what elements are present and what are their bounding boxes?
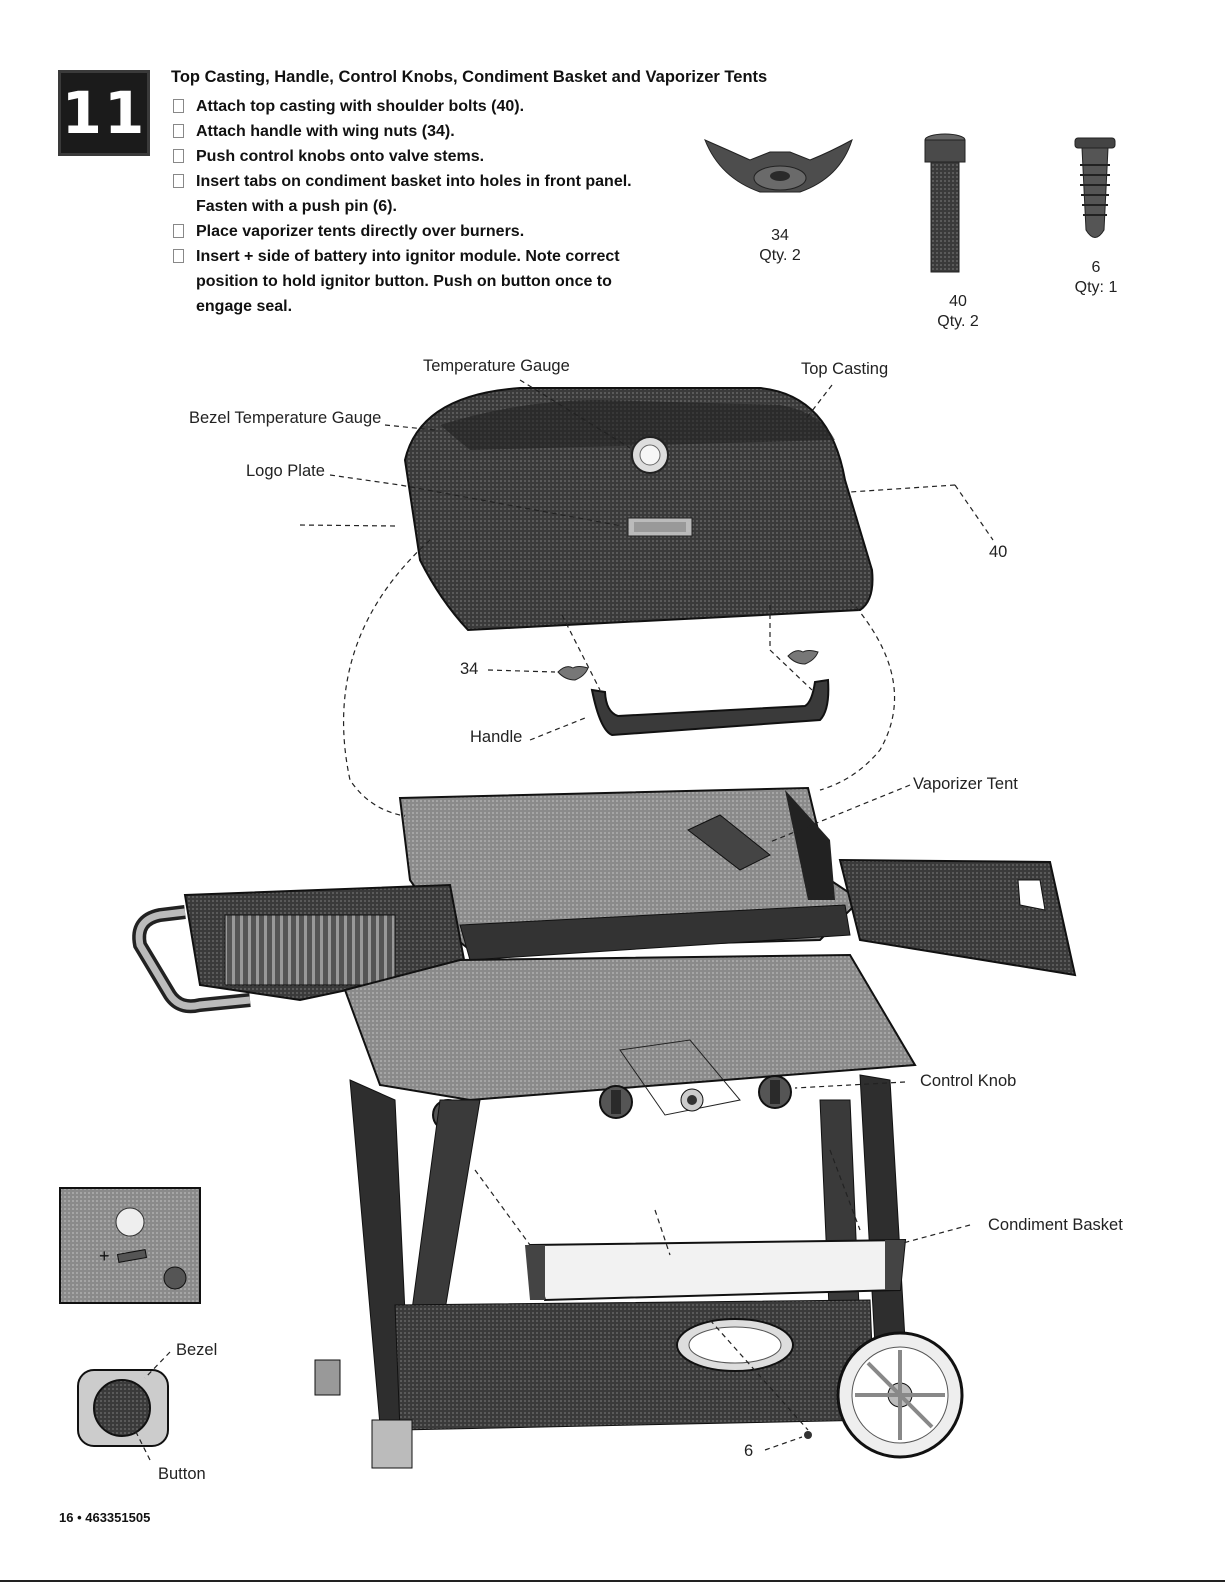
callout-vaporizer-tent: Vaporizer Tent bbox=[913, 775, 1018, 793]
callout-button: Button bbox=[158, 1465, 206, 1483]
page-footer: 16 • 463351505 bbox=[59, 1510, 151, 1525]
left-side-shelf bbox=[132, 883, 467, 1014]
callout-handle: Handle bbox=[470, 728, 523, 746]
callout-nut-34: 34 bbox=[460, 660, 479, 678]
bottom-divider bbox=[0, 1580, 1225, 1582]
wheel-icon bbox=[836, 1331, 964, 1459]
ignitor-button-icon bbox=[680, 1088, 704, 1112]
checkbox-icon[interactable] bbox=[173, 224, 184, 238]
wing-nut-icon bbox=[557, 666, 589, 681]
part-40-label: 40 Qty. 2 bbox=[937, 293, 979, 330]
checkbox-icon[interactable] bbox=[173, 99, 184, 113]
push-pin-icon bbox=[1074, 137, 1116, 238]
push-pin-icon bbox=[804, 1431, 812, 1439]
callout-bezel: Bezel bbox=[176, 1341, 218, 1359]
step-title: Top Casting, Handle, Control Knobs, Cond… bbox=[171, 68, 768, 86]
control-knob-icon bbox=[599, 1085, 633, 1119]
control-panel bbox=[343, 953, 917, 1116]
control-knob-icon bbox=[758, 1075, 792, 1109]
handle-part bbox=[590, 678, 830, 737]
part-34-label: 34 Qty. 2 bbox=[759, 227, 801, 264]
leader-lines bbox=[134, 379, 994, 1461]
callout-bezel-temperature-gauge: Bezel Temperature Gauge bbox=[189, 409, 382, 427]
checkbox-icon[interactable] bbox=[173, 124, 184, 138]
battery-inset-panel bbox=[59, 1187, 201, 1304]
ignitor-bezel-icon bbox=[77, 1369, 169, 1447]
callout-logo-plate: Logo Plate bbox=[246, 462, 325, 480]
wing-nut-icon bbox=[787, 650, 819, 665]
callout-temperature-gauge: Temperature Gauge bbox=[423, 357, 570, 375]
instruction-list: Attach top casting with shoulder bolts (… bbox=[171, 94, 691, 319]
instruction-item: Attach handle with wing nuts (34). bbox=[171, 119, 691, 144]
condiment-basket bbox=[525, 1238, 907, 1302]
callout-pin-6: 6 bbox=[744, 1442, 754, 1460]
instruction-item: Insert + side of battery into ignitor mo… bbox=[171, 244, 636, 319]
checkbox-icon[interactable] bbox=[173, 149, 184, 163]
callout-bolt-40: 40 bbox=[989, 543, 1008, 561]
part-6-label: 6 Qty: 1 bbox=[1074, 259, 1118, 296]
callout-condiment-basket: Condiment Basket bbox=[988, 1216, 1123, 1234]
instruction-item: Attach top casting with shoulder bolts (… bbox=[171, 94, 691, 119]
step-number-badge: 11 bbox=[58, 70, 150, 156]
logo-plate bbox=[627, 517, 693, 537]
cart-frame bbox=[314, 1074, 906, 1469]
right-side-shelf bbox=[838, 858, 1077, 977]
checkbox-icon[interactable] bbox=[173, 249, 184, 263]
firebox bbox=[398, 786, 862, 961]
wing-nut-icon bbox=[704, 138, 853, 193]
temperature-gauge-icon bbox=[631, 436, 669, 474]
checkbox-icon[interactable] bbox=[173, 174, 184, 188]
vaporizer-tent bbox=[687, 814, 771, 871]
callout-control-knob: Control Knob bbox=[920, 1072, 1017, 1090]
battery-plus-symbol: + bbox=[99, 1246, 110, 1266]
callout-top-casting: Top Casting bbox=[801, 360, 889, 378]
instruction-item: Insert tabs on condiment basket into hol… bbox=[171, 169, 671, 219]
shoulder-bolt-icon bbox=[924, 133, 966, 273]
instruction-item: Push control knobs onto valve stems. bbox=[171, 144, 691, 169]
instruction-item: Place vaporizer tents directly over burn… bbox=[171, 219, 691, 244]
top-casting bbox=[403, 387, 874, 632]
